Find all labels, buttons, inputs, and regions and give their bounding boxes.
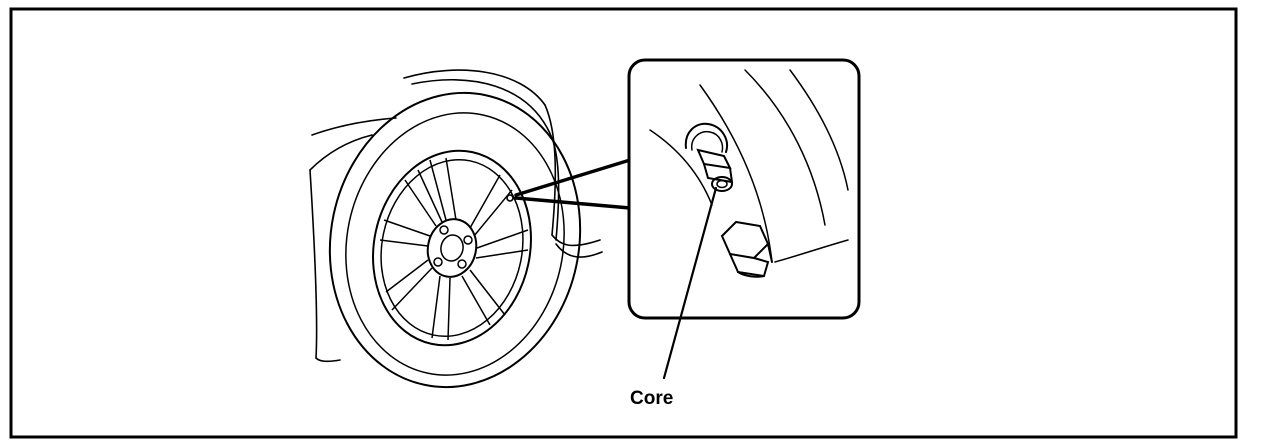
callout-wedge — [514, 158, 632, 210]
diagram-frame — [9, 7, 1238, 439]
core-leader-line — [662, 186, 718, 380]
car-fender — [309, 69, 603, 363]
wheel-rim — [372, 149, 532, 347]
core-label: Core — [630, 388, 673, 409]
detail-inset-box — [627, 58, 861, 320]
valve-stem-on-rim — [506, 194, 514, 202]
detail-inset-content — [649, 69, 849, 278]
tire — [328, 91, 582, 389]
